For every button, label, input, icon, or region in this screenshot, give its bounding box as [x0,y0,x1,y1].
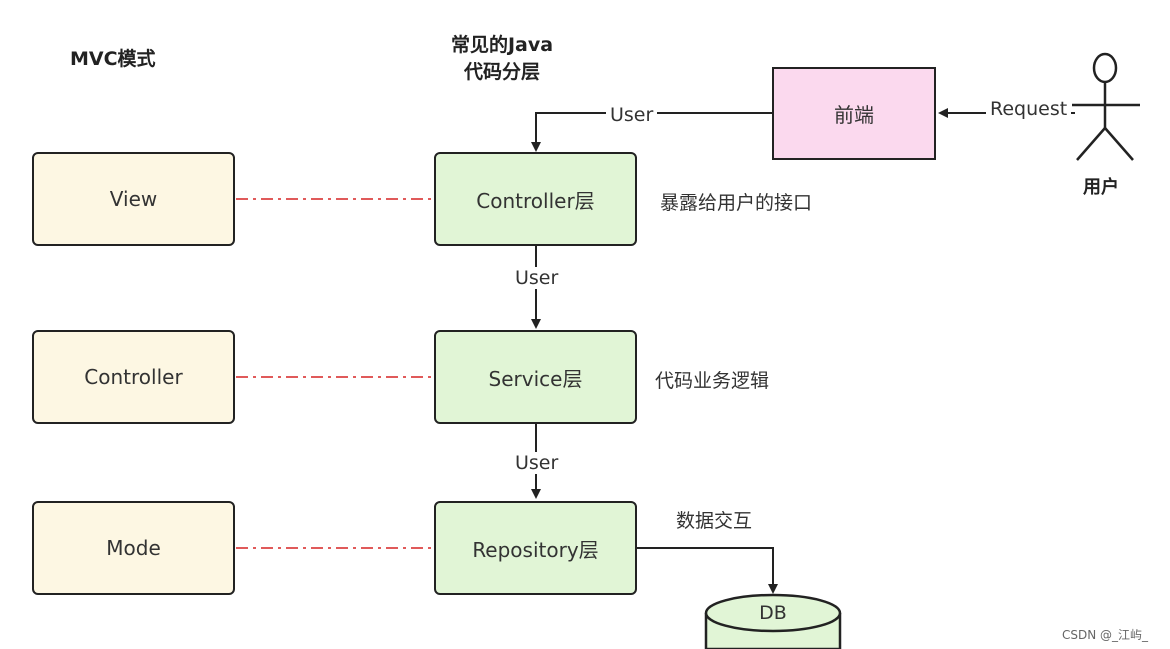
service-layer-box: Service层 [434,330,637,424]
repository-layer-box: Repository层 [434,501,637,595]
repository-to-db-arrow [637,547,778,594]
request-label: Request [986,98,1072,120]
service-to-repository-label: User [511,452,563,474]
database-label: DB [759,602,787,624]
mvc-title: MVC模式 [70,48,156,70]
database-cylinder [704,593,842,649]
frontend-to-controller-arrow [531,112,772,152]
controller-layer-box: Controller层 [434,152,637,246]
mvc-model-box: Mode [32,501,235,595]
user-actor-label: 用户 [1083,177,1119,198]
repository-description: 数据交互 [676,510,753,532]
watermark: CSDN @_江屿_ [1062,628,1149,642]
service-description: 代码业务逻辑 [655,370,770,392]
frontend-box: 前端 [772,67,936,160]
mvc-view-box: View [32,152,235,246]
java-title-line1: 常见的Java [450,34,554,56]
user-actor-icon [1072,52,1140,161]
controller-description: 暴露给用户的接口 [660,192,813,214]
java-layer-title: 常见的Java 代码分层 [432,32,572,86]
mvc-controller-box: Controller [32,330,235,424]
controller-to-service-label: User [511,267,563,289]
java-title-line2: 代码分层 [463,61,540,83]
frontend-to-controller-label: User [606,104,658,126]
